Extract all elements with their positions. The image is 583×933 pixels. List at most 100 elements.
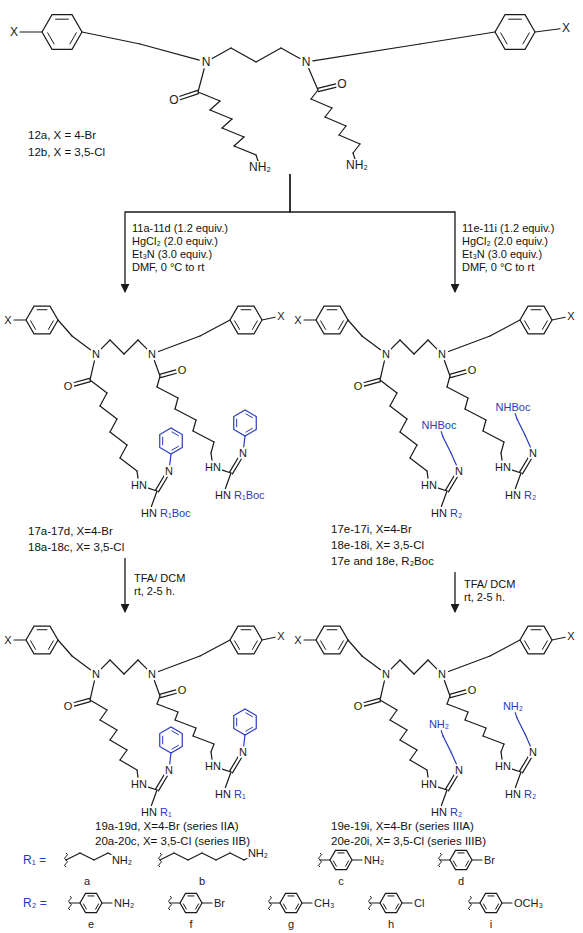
bond <box>180 94 198 100</box>
atom-label: N <box>147 349 157 360</box>
bond <box>100 406 117 419</box>
bond <box>154 361 160 376</box>
bond <box>37 629 47 630</box>
atom-label: HN <box>204 462 222 473</box>
bond <box>523 33 529 44</box>
benzene-ring <box>230 306 262 334</box>
bond <box>210 110 232 119</box>
bond <box>74 382 90 386</box>
bond <box>72 336 90 350</box>
bond <box>211 752 212 759</box>
atom-label: HN <box>214 789 232 800</box>
bond <box>338 321 343 330</box>
bond <box>120 445 127 458</box>
bond <box>400 419 407 432</box>
r-group-heading: R₂ = <box>22 897 48 909</box>
bond <box>138 340 147 349</box>
bond <box>339 135 360 144</box>
bond <box>110 340 124 354</box>
atom-label: X <box>566 311 575 322</box>
reaction-conditions: TFA/ DCM rt, 2-5 h. <box>134 572 194 598</box>
bond <box>446 774 455 789</box>
atom-label: R₂ <box>523 789 537 800</box>
bond <box>170 902 180 903</box>
bond <box>90 700 107 710</box>
atom-label: X <box>9 26 19 38</box>
bond <box>352 859 362 860</box>
bond <box>157 704 178 712</box>
bond <box>83 904 86 909</box>
bond <box>48 33 54 44</box>
bond <box>428 340 437 349</box>
bond <box>70 33 76 44</box>
bond <box>110 730 117 740</box>
bond <box>246 414 253 418</box>
bond <box>179 90 197 96</box>
bond <box>339 126 346 135</box>
r-group-letter: g <box>287 919 295 930</box>
compound-label: 18a-18c, X= 3,5-Cl <box>28 540 124 555</box>
bond <box>158 477 167 492</box>
bond <box>172 432 179 436</box>
bond <box>451 453 457 466</box>
bond <box>110 432 127 445</box>
bond <box>90 361 94 380</box>
bond <box>246 428 253 432</box>
bond <box>490 640 520 656</box>
bond <box>236 419 237 427</box>
atom-label: NH₂ <box>345 159 369 171</box>
reaction-arrow <box>125 174 290 292</box>
benzene-ring <box>480 893 502 912</box>
atom-label: NH₂ <box>248 161 272 173</box>
bond <box>400 660 414 674</box>
atom-label: HN <box>420 779 438 790</box>
bond <box>100 720 117 730</box>
atom-label: HN <box>140 508 158 519</box>
bond <box>170 454 171 465</box>
bond <box>414 340 428 354</box>
bond <box>483 420 486 431</box>
benzene-ring <box>520 306 552 334</box>
bond <box>102 902 112 903</box>
bond <box>348 640 362 656</box>
atom-label: R₂ <box>449 807 463 818</box>
bond <box>311 90 318 99</box>
atom-label: X <box>566 631 575 642</box>
compound-label: 20a-20c, X= 3,5-Cl (series IIB) <box>95 834 250 849</box>
atom-label: O <box>63 381 74 392</box>
bond <box>120 750 127 760</box>
atom-label: HN <box>420 480 438 491</box>
compound-label: 19a-19d, X=4-Br (series IIA) <box>95 819 239 834</box>
bond <box>483 728 486 736</box>
bond <box>256 48 281 62</box>
compound-label: 17a-17d, X=4-Br <box>28 524 113 539</box>
bond <box>244 436 245 447</box>
benzene-ring <box>495 15 535 50</box>
bond <box>196 904 199 909</box>
benzene-ring <box>160 428 183 454</box>
bond <box>58 640 72 656</box>
bond <box>402 902 412 903</box>
atom-label: R₁Boc <box>233 490 266 501</box>
bond <box>151 790 157 805</box>
bond <box>172 745 179 749</box>
atom-label: N <box>164 466 174 477</box>
bond <box>230 853 244 860</box>
atom-label: NHBoc <box>421 420 458 431</box>
bond <box>175 712 178 720</box>
atom-label: O <box>467 365 478 376</box>
bond <box>14 319 26 320</box>
bond <box>517 718 525 734</box>
bond <box>515 713 517 718</box>
bond <box>270 902 280 903</box>
bond <box>120 458 137 471</box>
bond <box>175 720 196 728</box>
compound-label: 19e-19i, X=4-Br (series IIIA) <box>331 819 474 834</box>
bond <box>210 101 220 110</box>
bond <box>252 641 257 650</box>
bond <box>241 629 251 630</box>
bond <box>216 853 230 860</box>
bond <box>90 380 107 393</box>
bond <box>232 758 241 773</box>
